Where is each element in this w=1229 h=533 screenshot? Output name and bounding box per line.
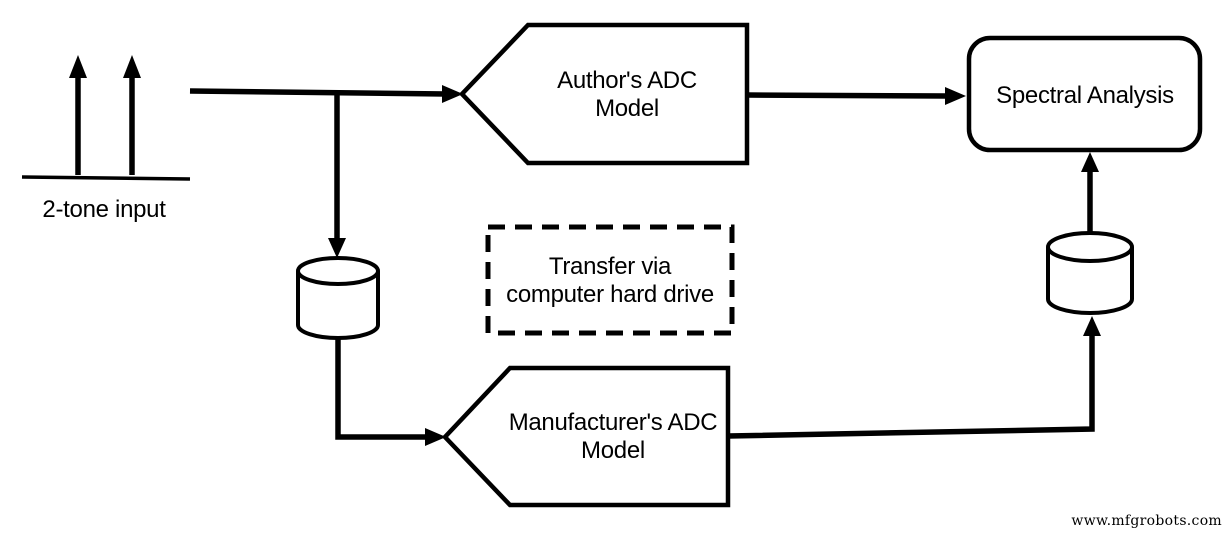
authors-adc-model-shape — [458, 22, 750, 166]
arrow-input-to-authors-model — [189, 85, 463, 103]
two-tone-spectrum-icon — [21, 55, 191, 181]
database-cylinder-icon-right — [1046, 231, 1134, 315]
spectral-analysis-shape — [966, 35, 1203, 153]
database-cylinder-icon-left — [296, 256, 380, 340]
manufacturers-adc-model-label: Manufacturer's ADC Model — [508, 409, 718, 464]
two-tone-input-label: 2-tone input — [42, 196, 166, 223]
arrow-left-disk-to-manufacturers-model — [335, 339, 446, 446]
arrow-right-disk-to-spectral — [1081, 152, 1099, 232]
manufacturers-adc-model-shape — [441, 365, 731, 508]
spectral-analysis-label: Spectral Analysis — [996, 82, 1174, 109]
arrow-authors-model-to-spectral — [746, 87, 966, 105]
authors-adc-model-label: Author's ADC Model — [557, 67, 697, 122]
transfer-dashed-box — [485, 224, 735, 336]
watermark-text: www.mfgrobots.com — [1071, 513, 1222, 529]
arrow-branch-to-left-disk — [328, 92, 346, 258]
arrow-manufacturers-model-to-right-disk — [727, 316, 1101, 439]
transfer-via-hard-drive-label: Transfer via computer hard drive — [506, 253, 714, 308]
